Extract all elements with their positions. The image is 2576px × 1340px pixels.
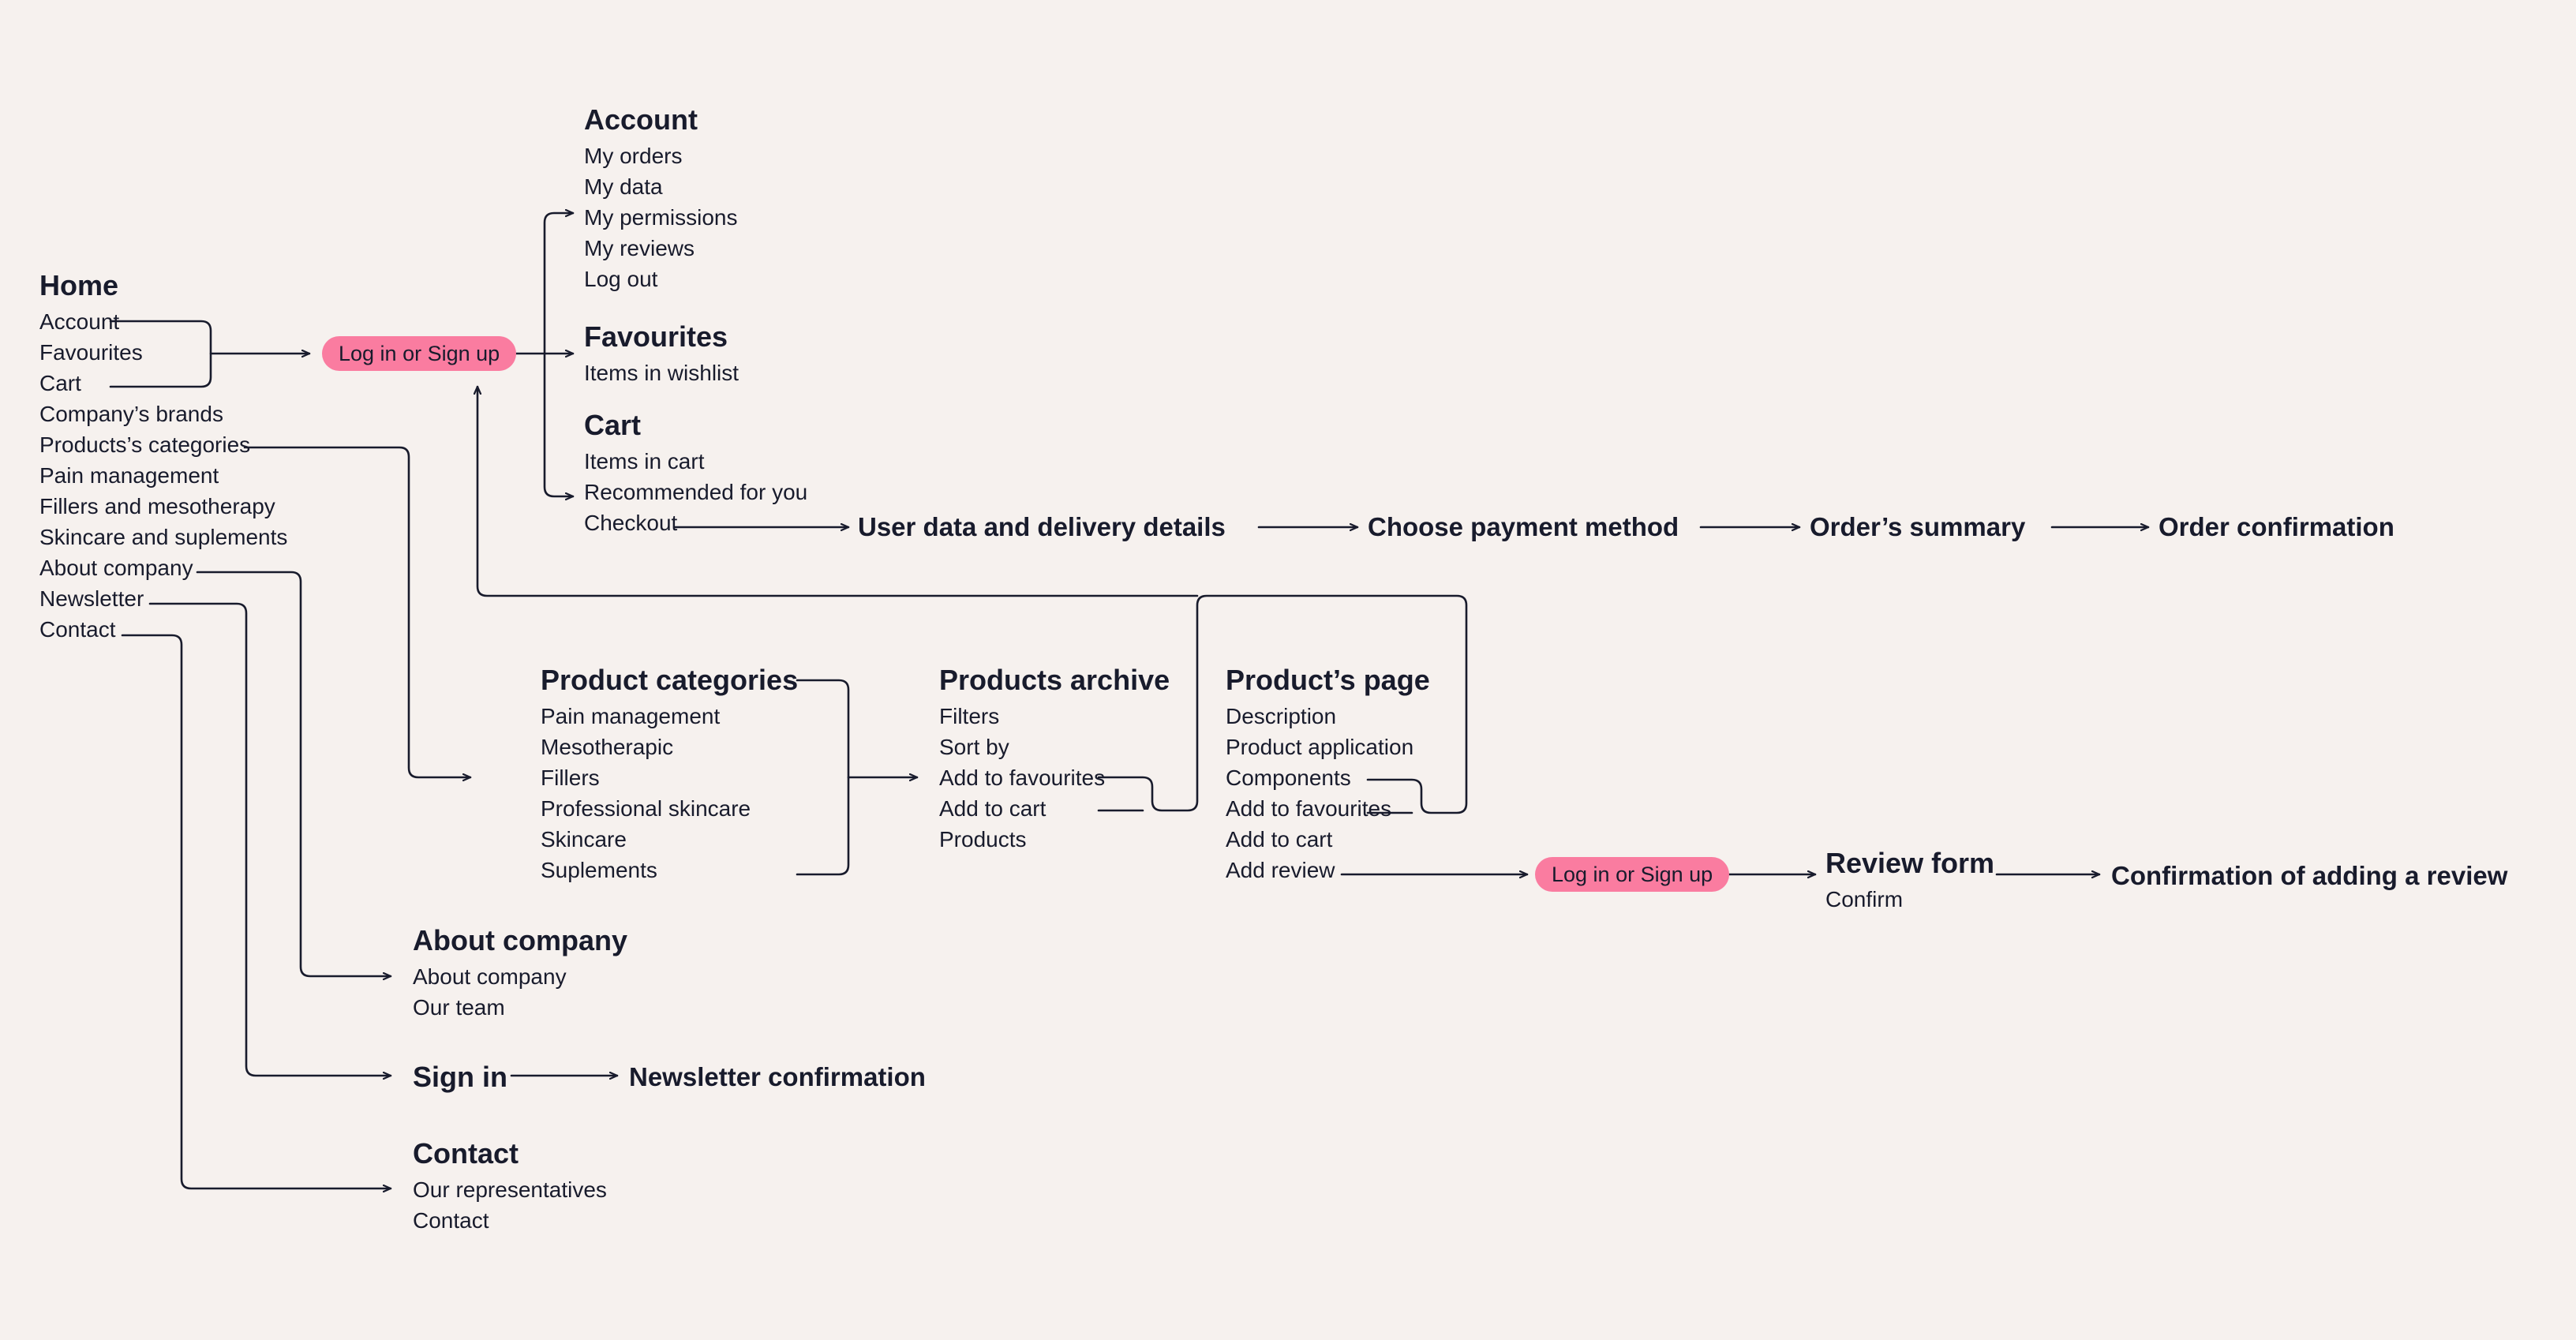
stage-confirmation-of-adding-a-review[interactable]: Confirmation of adding a review: [2111, 861, 2508, 890]
favourites-title: Favourites: [584, 320, 728, 353]
home-item-account[interactable]: Account: [39, 309, 120, 334]
home-item-newsletter[interactable]: Newsletter: [39, 586, 144, 611]
home-item-skincare-and-suplements[interactable]: Skincare and suplements: [39, 525, 288, 549]
products-page-item-components[interactable]: Components: [1226, 765, 1351, 790]
product-category-fillers[interactable]: Fillers: [541, 765, 600, 790]
stage-choose-payment-method[interactable]: Choose payment method: [1368, 512, 1679, 541]
newsletter-sign-in-title[interactable]: Sign in: [413, 1061, 507, 1093]
product-category-skincare[interactable]: Skincare: [541, 827, 627, 852]
products-page-item-add-to-favourites[interactable]: Add to favourites: [1226, 796, 1392, 821]
review-form-group: Review form Confirm: [1825, 846, 1994, 915]
contact-item-contact[interactable]: Contact: [413, 1208, 489, 1233]
cart-item-items-in-cart[interactable]: Items in cart: [584, 449, 705, 473]
stage-order-confirmation[interactable]: Order confirmation: [2159, 512, 2394, 541]
home-item-pain-management[interactable]: Pain management: [39, 463, 219, 488]
cart-group: Cart Items in cart Recommended for you C…: [584, 408, 807, 538]
home-item-cart[interactable]: Cart: [39, 371, 81, 395]
products-archive-item-filters[interactable]: Filters: [939, 704, 1000, 728]
home-item-favourites[interactable]: Favourites: [39, 340, 143, 365]
account-item-log-out[interactable]: Log out: [584, 267, 658, 291]
product-category-pain-management[interactable]: Pain management: [541, 704, 721, 728]
products-page-title: Product’s page: [1226, 664, 1430, 696]
home-group: Home Account Favourites Cart Company’s b…: [39, 268, 287, 645]
contact-title: Contact: [413, 1137, 519, 1170]
products-page-item-add-to-cart[interactable]: Add to cart: [1226, 827, 1333, 852]
stage-user-data-and-delivery-details[interactable]: User data and delivery details: [858, 512, 1226, 541]
login-or-signup-pill-top[interactable]: Log in or Sign up: [322, 336, 517, 371]
products-archive-group: Products archive Filters Sort by Add to …: [939, 663, 1170, 855]
product-category-suplements[interactable]: Suplements: [541, 858, 657, 882]
home-title: Home: [39, 269, 119, 301]
account-group: Account My orders My data My permissions…: [584, 103, 737, 294]
review-form-title: Review form: [1825, 847, 1995, 879]
account-item-my-reviews[interactable]: My reviews: [584, 236, 695, 260]
about-company-title: About company: [413, 924, 628, 956]
products-page-group: Product’s page Description Product appli…: [1226, 663, 1430, 885]
home-item-companys-brands[interactable]: Company’s brands: [39, 402, 223, 426]
contact-group: Contact Our representatives Contact: [413, 1136, 607, 1236]
home-item-about-company[interactable]: About company: [39, 556, 193, 580]
products-archive-item-add-to-favourites[interactable]: Add to favourites: [939, 765, 1106, 790]
account-item-my-data[interactable]: My data: [584, 174, 663, 199]
products-archive-item-sort-by[interactable]: Sort by: [939, 735, 1009, 759]
cart-title: Cart: [584, 409, 642, 441]
home-item-products-categories[interactable]: Products’s categories: [39, 432, 251, 457]
review-form-item-confirm[interactable]: Confirm: [1825, 887, 1904, 911]
favourites-item-items-in-wishlist[interactable]: Items in wishlist: [584, 361, 739, 385]
product-category-professional-skincare[interactable]: Professional skincare: [541, 796, 751, 821]
product-categories-title: Product categories: [541, 664, 799, 696]
account-item-my-orders[interactable]: My orders: [584, 144, 683, 168]
cart-item-recommended-for-you[interactable]: Recommended for you: [584, 480, 808, 504]
stage-orders-summary[interactable]: Order’s summary: [1810, 512, 2026, 541]
account-title: Account: [584, 103, 698, 136]
home-item-contact[interactable]: Contact: [39, 617, 116, 642]
about-company-group: About company About company Our team: [413, 923, 627, 1023]
products-archive-item-products[interactable]: Products: [939, 827, 1027, 852]
about-company-item-our-team[interactable]: Our team: [413, 995, 505, 1020]
newsletter-group: Sign in: [413, 1060, 507, 1098]
account-item-my-permissions[interactable]: My permissions: [584, 205, 738, 230]
home-item-fillers-and-mesotherapy[interactable]: Fillers and mesotherapy: [39, 494, 275, 518]
products-page-item-product-application[interactable]: Product application: [1226, 735, 1414, 759]
products-page-item-description[interactable]: Description: [1226, 704, 1337, 728]
products-archive-item-add-to-cart[interactable]: Add to cart: [939, 796, 1046, 821]
favourites-group: Favourites Items in wishlist: [584, 320, 739, 388]
about-company-item-about-company[interactable]: About company: [413, 964, 567, 989]
product-category-mesotherapic[interactable]: Mesotherapic: [541, 735, 674, 759]
login-or-signup-pill-review[interactable]: Log in or Sign up: [1535, 857, 1730, 892]
stage-newsletter-confirmation[interactable]: Newsletter confirmation: [629, 1062, 926, 1091]
product-categories-group: Product categories Pain management Mesot…: [541, 663, 798, 885]
contact-item-our-representatives[interactable]: Our representatives: [413, 1177, 607, 1202]
cart-item-checkout[interactable]: Checkout: [584, 511, 678, 535]
products-archive-title: Products archive: [939, 664, 1170, 696]
products-page-item-add-review[interactable]: Add review: [1226, 858, 1335, 882]
